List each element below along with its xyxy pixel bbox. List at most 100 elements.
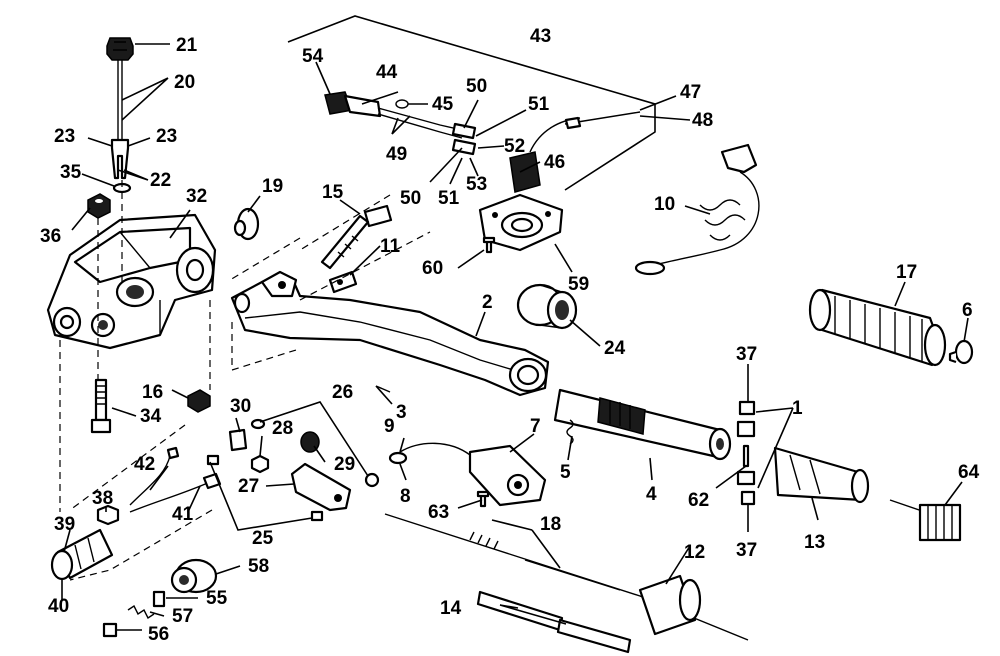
callout-11: 11 — [380, 236, 401, 257]
callout-55: 55 — [206, 588, 228, 609]
callout-21: 21 — [176, 35, 198, 56]
part-21-grommet — [106, 37, 134, 61]
callout-42: 42 — [134, 454, 155, 475]
callout-64: 64 — [958, 462, 980, 483]
part-42-wire — [129, 446, 180, 506]
callout-labels: 21 20 23 23 22 35 36 32 19 15 11 2 24 16… — [40, 26, 980, 645]
part-3-pin — [375, 385, 391, 393]
callout-19: 19 — [262, 176, 283, 197]
callout-24: 24 — [604, 338, 626, 359]
part-54-connector — [324, 91, 382, 118]
part-39-switch — [50, 528, 114, 581]
callout-52: 52 — [504, 136, 525, 157]
part-57-spring — [127, 604, 155, 620]
callout-62: 62 — [688, 490, 709, 511]
part-10-lanyard — [634, 143, 760, 276]
part-6-cap — [948, 339, 974, 365]
part-36-nut — [87, 193, 111, 219]
callout-39: 39 — [54, 514, 75, 535]
part-28-nut — [250, 454, 270, 474]
callout-27: 27 — [238, 476, 259, 497]
callout-35: 35 — [60, 162, 82, 183]
part-1-block-lower — [736, 470, 756, 486]
callout-50: 50 — [400, 188, 421, 209]
callout-16: 16 — [142, 382, 163, 403]
callout-58: 58 — [248, 556, 269, 577]
part-63-screw — [476, 490, 490, 508]
part-26-washer-right — [364, 472, 380, 488]
callout-53: 53 — [466, 174, 487, 195]
callout-2: 2 — [482, 292, 493, 313]
callout-9: 9 — [384, 416, 395, 437]
callout-63: 63 — [428, 502, 449, 523]
callout-59: 59 — [568, 274, 589, 295]
callout-23: 23 — [156, 126, 177, 147]
part-30-clip — [228, 428, 248, 452]
callout-23: 23 — [54, 126, 75, 147]
callout-20: 20 — [174, 72, 195, 93]
part-64-knob — [889, 499, 962, 542]
part-15-bolt — [320, 204, 393, 270]
part-19-washer — [233, 207, 260, 241]
callout-46: 46 — [544, 152, 565, 173]
callout-17: 17 — [896, 262, 917, 283]
leader-lines — [61, 15, 969, 631]
part-48-wire — [564, 111, 641, 130]
part-59-mounting-plate — [478, 193, 564, 252]
callout-36: 36 — [40, 226, 61, 247]
callout-3: 3 — [396, 402, 407, 423]
part-11-clip — [328, 270, 358, 294]
part-2-tiller-arm — [230, 270, 550, 397]
callout-5: 5 — [560, 462, 571, 483]
part-16-nut — [187, 389, 211, 413]
part-27-link-arm — [290, 462, 352, 512]
callout-57: 57 — [172, 606, 193, 627]
part-37-lower-bushing — [740, 490, 756, 506]
part-14-tube-lower — [556, 618, 632, 654]
part-7-bracket — [468, 444, 547, 507]
callout-13: 13 — [804, 532, 825, 553]
callout-10: 10 — [654, 194, 675, 215]
callout-8: 8 — [400, 486, 411, 507]
callout-40: 40 — [48, 596, 69, 617]
part-18-cable — [524, 559, 621, 591]
part-56-screw — [102, 622, 118, 638]
callout-41: 41 — [172, 504, 194, 525]
part-38-nut — [96, 504, 120, 526]
callout-15: 15 — [322, 182, 344, 203]
callout-48: 48 — [692, 110, 713, 131]
callout-4: 4 — [646, 484, 657, 505]
part-62-pin — [742, 444, 750, 468]
callout-25: 25 — [252, 528, 274, 549]
part-60-screw — [482, 236, 496, 254]
callout-18: 18 — [540, 514, 561, 535]
callout-14: 14 — [440, 598, 462, 619]
callout-28: 28 — [272, 418, 293, 439]
callout-49: 49 — [386, 144, 407, 165]
part-37-upper-bushing — [738, 400, 756, 416]
callout-1: 1 — [792, 398, 803, 419]
callout-60: 60 — [422, 258, 443, 279]
part-13-throttle-housing — [773, 446, 870, 504]
callout-44: 44 — [376, 62, 398, 83]
callout-26: 26 — [332, 382, 353, 403]
part-32-bracket-housing — [46, 213, 217, 350]
callout-37: 37 — [736, 540, 757, 561]
alignment-lines — [59, 180, 431, 581]
callout-6: 6 — [962, 300, 973, 321]
callout-7: 7 — [530, 416, 541, 437]
callout-29: 29 — [334, 454, 355, 475]
callout-32: 32 — [186, 186, 207, 207]
callout-51: 51 — [528, 94, 550, 115]
part-4-throttle-shaft — [553, 388, 732, 461]
callout-34: 34 — [140, 406, 162, 427]
part-45-ring — [395, 99, 409, 109]
part-17-grip — [808, 288, 947, 367]
callout-51: 51 — [438, 188, 460, 209]
callout-54: 54 — [302, 46, 324, 67]
part-24-bushing — [516, 283, 578, 330]
callout-37: 37 — [736, 344, 757, 365]
callout-47: 47 — [680, 82, 701, 103]
callout-22: 22 — [150, 170, 171, 191]
